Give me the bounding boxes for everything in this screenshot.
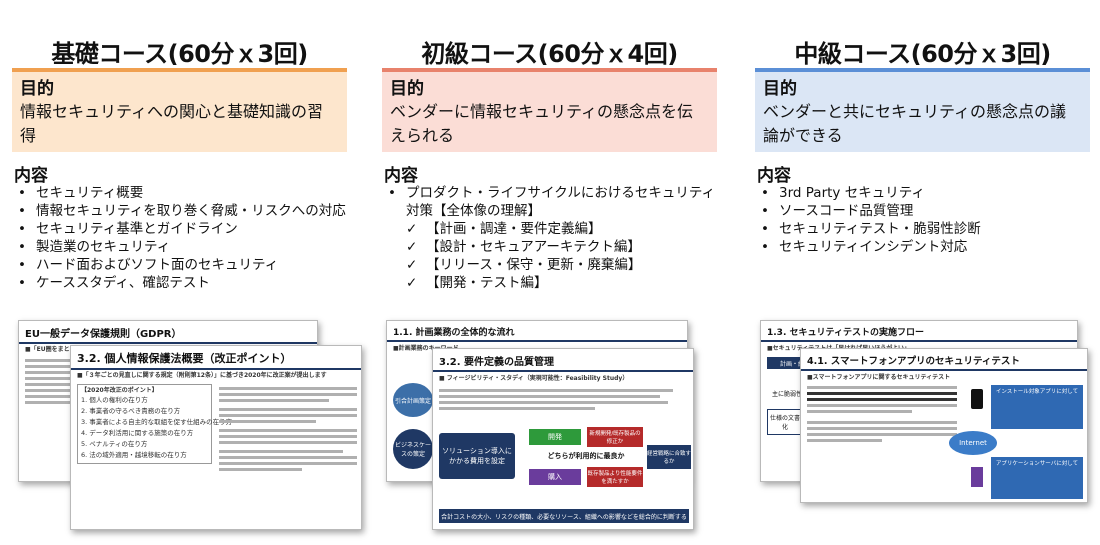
course-column-beginner: 初級コース(60分ｘ4回) 目的 ベンダーに情報セキュリティの懸念点を伝えられる… <box>382 0 717 545</box>
slide-title: 3.2. 要件定義の品質管理 <box>433 349 693 372</box>
course-title: 初級コース(60分ｘ4回) <box>421 40 678 68</box>
sub-list: 【計画・調達・要件定義編】 【設計・セキュアアーキテクト編】 【リリース・保守・… <box>384 220 719 292</box>
content-label: 内容 <box>14 166 48 186</box>
point-item: 3. 事業者による自主的な取組を促す仕組みの在り方 <box>81 418 233 426</box>
course-title: 中級コース(60分ｘ3回) <box>794 40 1051 68</box>
slide-body-text <box>807 383 957 445</box>
purpose-text: ベンダーに情報セキュリティの懸念点を伝えられる <box>390 102 694 145</box>
purpose-box: 目的 ベンダーと共にセキュリティの懸念点の議論ができる <box>755 72 1090 152</box>
slide-subtitle: ■計画業務のキーワード <box>393 345 459 352</box>
slide-title: 1.3. セキュリティテストの実施フロー <box>761 321 1077 342</box>
content-list: 3rd Party セキュリティ ソースコード品質管理 セキュリティテスト・脆弱… <box>757 184 1092 256</box>
course-title: 基礎コース(60分ｘ3回) <box>51 40 308 68</box>
list-item: 製造業のセキュリティ <box>14 238 349 256</box>
flow-shape: 引合計画策定 <box>393 383 433 417</box>
list-item: 3rd Party セキュリティ <box>757 184 1092 202</box>
slide-title: EU一般データ保護規則（GDPR） <box>19 321 317 344</box>
list-item: プロダクト・ライフサイクルにおけるセキュリティ対策【全体像の理解】 <box>384 184 719 220</box>
title-underline <box>755 68 1090 72</box>
flow-row-label: 仕様の文書化 <box>767 409 803 435</box>
slide-title: 1.1. 計画業務の全体的な流れ <box>387 321 687 342</box>
slide-footer: 合計コストの大小、リスクの種類、必要なリソース、組織への影響などを総合的に判断す… <box>439 509 689 523</box>
flow-shape: ビジネスケースの策定 <box>393 429 433 469</box>
flow-row-label: 主に脆弱性 <box>771 390 802 398</box>
point-item: 1. 個人の権利の在り方 <box>81 396 148 404</box>
purpose-box: 目的 情報セキュリティへの関心と基礎知識の習得 <box>12 72 347 152</box>
slide-title: 4.1. スマートフォンアプリのセキュリティテスト <box>801 349 1087 371</box>
purpose-text: 情報セキュリティへの関心と基礎知識の習得 <box>20 102 324 145</box>
purpose-label: 目的 <box>20 79 54 99</box>
flow-develop: 開発 <box>529 429 581 445</box>
server-icon <box>971 467 983 487</box>
flow-end: 経営戦略に合致するか <box>647 445 691 469</box>
list-item: ケーススタディ、確認テスト <box>14 274 349 292</box>
flow-buy-result: 既存製品より性能要件を満たすか <box>587 467 643 487</box>
slide-subtitle: ■スマートフォンアプリに関するセキュリティテスト <box>807 374 951 381</box>
content-list: プロダクト・ライフサイクルにおけるセキュリティ対策【全体像の理解】 <box>384 184 719 220</box>
content-label: 内容 <box>384 166 418 186</box>
slide-subtitle: ■「３年ごとの見直しに関する規定（附則第12条）」に基づき2020年に改正案が提… <box>77 372 327 379</box>
slide-right-text <box>219 384 357 474</box>
purpose-box: 目的 ベンダーに情報セキュリティの懸念点を伝えられる <box>382 72 717 152</box>
purpose-label: 目的 <box>390 79 424 99</box>
sub-list-item: 【計画・調達・要件定義編】 <box>384 220 719 238</box>
purpose-label: 目的 <box>763 79 797 99</box>
app-target-box: インストール対象アプリに対して <box>991 385 1083 429</box>
sub-list-item: 【開発・テスト編】 <box>384 274 719 292</box>
slide-title: 3.2. 個人情報保護法概要（改正ポイント） <box>71 346 361 370</box>
flow-buy: 購入 <box>529 469 581 485</box>
point-item: 4. データ利活用に関する施策の在り方 <box>81 429 194 437</box>
list-item: セキュリティ基準とガイドライン <box>14 220 349 238</box>
title-underline <box>382 68 717 72</box>
point-item: 2. 事業者の守るべき責務の在り方 <box>81 407 181 415</box>
server-target-box: アプリケーションサーバに対して <box>991 457 1083 499</box>
course-column-basic: 基礎コース(60分ｘ3回) 目的 情報セキュリティへの関心と基礎知識の習得 内容… <box>12 0 347 545</box>
points-box: 【2020年改正のポイント】 1. 個人の権利の在り方 2. 事業者の守るべき責… <box>77 384 233 464</box>
slide-thumbnail-privacy: 3.2. 個人情報保護法概要（改正ポイント） ■「３年ごとの見直しに関する規定（… <box>70 345 362 530</box>
course-column-intermediate: 中級コース(60分ｘ3回) 目的 ベンダーと共にセキュリティの懸念点の議論ができ… <box>755 0 1090 545</box>
point-item: 5. ペナルティの在り方 <box>81 440 148 448</box>
slide-thumbnail-smartphone: 4.1. スマートフォンアプリのセキュリティテスト ■スマートフォンアプリに関す… <box>800 348 1088 503</box>
list-item: ハード面およびソフト面のセキュリティ <box>14 256 349 274</box>
list-item: セキュリティテスト・脆弱性診断 <box>757 220 1092 238</box>
content-label: 内容 <box>757 166 791 186</box>
slide-thumbnail-requirements: 3.2. 要件定義の品質管理 ■ フィージビリティ・スタディ（実現可能性：Fea… <box>432 348 694 530</box>
list-item: セキュリティインシデント対応 <box>757 238 1092 256</box>
sub-list-item: 【リリース・保守・更新・廃棄編】 <box>384 256 719 274</box>
purpose-text: ベンダーと共にセキュリティの懸念点の議論ができる <box>763 102 1067 145</box>
slide-subtitle: ■ フィージビリティ・スタディ（実現可能性：Feasibility Study） <box>439 375 629 382</box>
flow-question: どちらが利用的に最良か <box>547 452 625 460</box>
flow-start: ソリューション導入にかかる費用を設定 <box>439 433 515 479</box>
list-item: ソースコード品質管理 <box>757 202 1092 220</box>
point-item: 6. 法の域外適用・越境移転の在り方 <box>81 451 187 459</box>
content-list: セキュリティ概要 情報セキュリティを取り巻く脅威・リスクへの対応 セキュリティ基… <box>14 184 349 292</box>
list-item: セキュリティ概要 <box>14 184 349 202</box>
list-item: 情報セキュリティを取り巻く脅威・リスクへの対応 <box>14 202 349 220</box>
points-title: 【2020年改正のポイント】 <box>81 387 158 394</box>
flow-develop-result: 新規開発/既存製品の修正か <box>587 427 643 447</box>
internet-cloud-icon: Internet <box>949 431 997 455</box>
smartphone-icon <box>971 389 983 409</box>
title-underline <box>12 68 347 72</box>
sub-list-item: 【設計・セキュアアーキテクト編】 <box>384 238 719 256</box>
